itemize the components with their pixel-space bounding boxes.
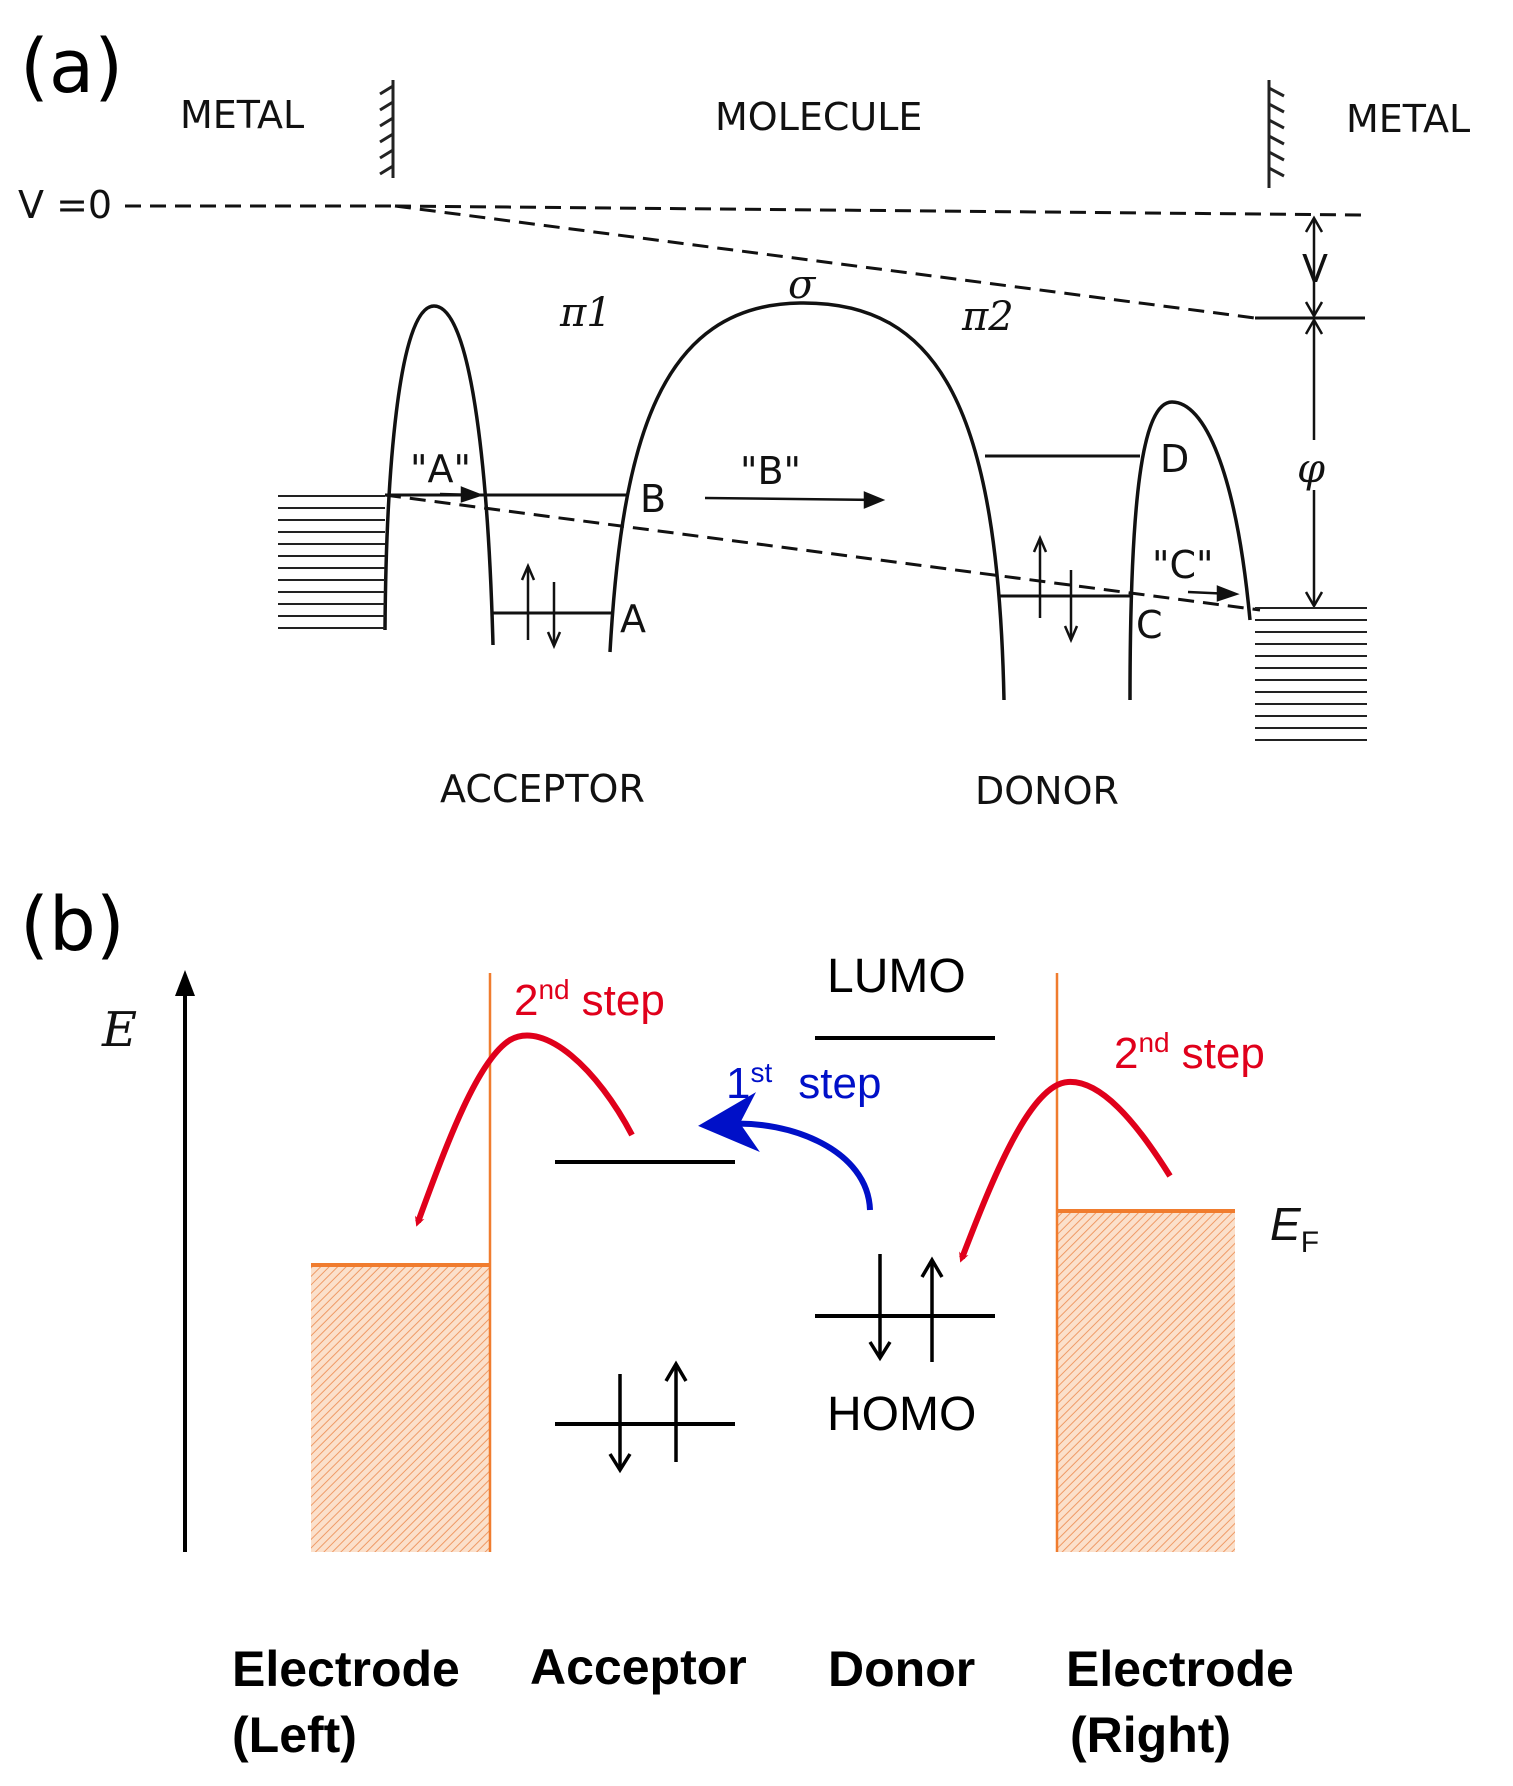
- spin-arrows-a: [520, 534, 1079, 650]
- point-c-label: C: [1136, 603, 1163, 647]
- left-metal-surface: [379, 80, 395, 178]
- acceptor-label-a: ACCEPTOR: [440, 767, 645, 811]
- energy-axis-label: E: [101, 1002, 137, 1058]
- path-b-label: "B": [740, 449, 801, 493]
- right-second-step-arrow: [959, 1078, 1173, 1263]
- first-step-num: 1: [726, 1059, 750, 1108]
- right-second-step-word: step: [1182, 1029, 1265, 1078]
- point-a-label: A: [620, 597, 646, 641]
- v-label: V: [1302, 247, 1328, 291]
- barriers: [383, 301, 1252, 701]
- pi2-label: π2: [961, 294, 1014, 340]
- sigma-label: σ: [788, 262, 817, 308]
- molecule-label: MOLECULE: [715, 95, 922, 139]
- spin-arrows-b: [608, 1254, 944, 1474]
- left-electrode-block: [311, 1265, 490, 1552]
- path-a-label: "A": [410, 447, 471, 491]
- pi1-label: π1: [559, 290, 612, 336]
- point-b-label: B: [640, 477, 666, 521]
- electrode-right-line2: (Right): [1070, 1707, 1231, 1763]
- panel-b: (b) E EF LUMO: [20, 882, 1319, 1763]
- left-second-step-num: 2: [514, 976, 538, 1025]
- left-second-step-word: step: [582, 976, 665, 1025]
- point-d-label: D: [1160, 437, 1189, 481]
- molecular-levels-b: [555, 1036, 995, 1426]
- acceptor-label-b: Acceptor: [530, 1639, 747, 1695]
- fermi-main: E: [1270, 1198, 1302, 1250]
- first-step-word: step: [798, 1059, 881, 1108]
- first-step-arrow: [698, 1092, 873, 1211]
- panel-a: (a) METAL MOLECULE METAL V =0: [18, 24, 1470, 813]
- left-electrode-levels: [278, 495, 385, 629]
- v-zero-label: V =0: [18, 183, 112, 227]
- left-second-step-arrow: [415, 1032, 635, 1227]
- path-c-label: "C": [1152, 543, 1214, 587]
- path-arrows: [439, 486, 1240, 602]
- energy-axis-arrowhead: [175, 970, 195, 996]
- metal-right-label: METAL: [1346, 97, 1470, 141]
- lumo-label: LUMO: [827, 950, 966, 1003]
- right-second-step-num: 2: [1114, 1029, 1138, 1078]
- right-metal-surface: [1267, 80, 1285, 188]
- fermi-sub: F: [1301, 1226, 1319, 1259]
- homo-label: HOMO: [827, 1388, 976, 1441]
- left-second-step-sup: nd: [538, 974, 569, 1005]
- right-electrode-levels: [1255, 607, 1367, 741]
- donor-label-b: Donor: [828, 1641, 975, 1697]
- electrode-left-line2: (Left): [232, 1707, 357, 1763]
- phi-label: φ: [1297, 446, 1325, 492]
- metal-left-label: METAL: [180, 93, 304, 137]
- potential-lines: [125, 204, 1366, 612]
- electrode-left-line1: Electrode: [232, 1641, 460, 1697]
- panel-a-tag: (a): [20, 24, 123, 110]
- right-second-step-sup: nd: [1138, 1027, 1169, 1058]
- donor-label-a: DONOR: [975, 769, 1119, 813]
- panel-b-tag: (b): [20, 882, 125, 968]
- electrode-right-line1: Electrode: [1066, 1641, 1294, 1697]
- first-step-sup: st: [750, 1057, 772, 1088]
- fermi-label: EF: [1270, 1198, 1319, 1259]
- molecular-levels: [385, 454, 1140, 615]
- phi-gap: [1296, 440, 1332, 490]
- right-electrode-block: [1057, 1211, 1235, 1552]
